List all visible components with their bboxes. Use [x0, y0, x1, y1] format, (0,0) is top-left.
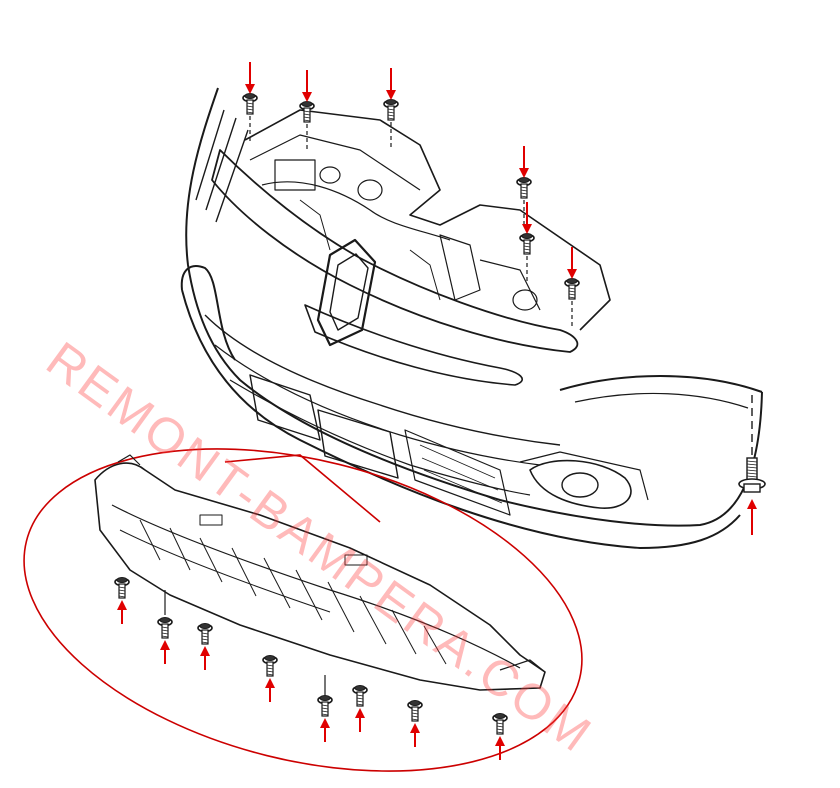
callout-oval: [23, 448, 583, 772]
side-bolt: [738, 395, 766, 535]
lower-screw: [317, 695, 333, 742]
radiator-grille: [211, 109, 611, 386]
upper-screw: [519, 202, 535, 255]
lower-screw: [157, 617, 173, 664]
upper-screw: [564, 247, 580, 300]
lower-screw: [352, 685, 368, 732]
lower-screws: [114, 577, 508, 760]
upper-screw: [383, 68, 399, 121]
lower-screw: [407, 700, 423, 747]
upper-screws: [242, 62, 580, 327]
callout-leader: [224, 454, 381, 523]
lower-screw: [492, 713, 508, 760]
upper-screw: [516, 146, 532, 199]
lower-screw: [114, 577, 130, 624]
upper-screw: [299, 70, 315, 123]
lower-screw: [262, 655, 278, 702]
front-bumper: [180, 87, 763, 549]
lower-engine-cover: [94, 454, 546, 691]
detail-callout: [23, 448, 583, 772]
flange-bolt: [738, 395, 766, 535]
upper-screw: [242, 62, 258, 115]
lower-screw: [197, 623, 213, 670]
